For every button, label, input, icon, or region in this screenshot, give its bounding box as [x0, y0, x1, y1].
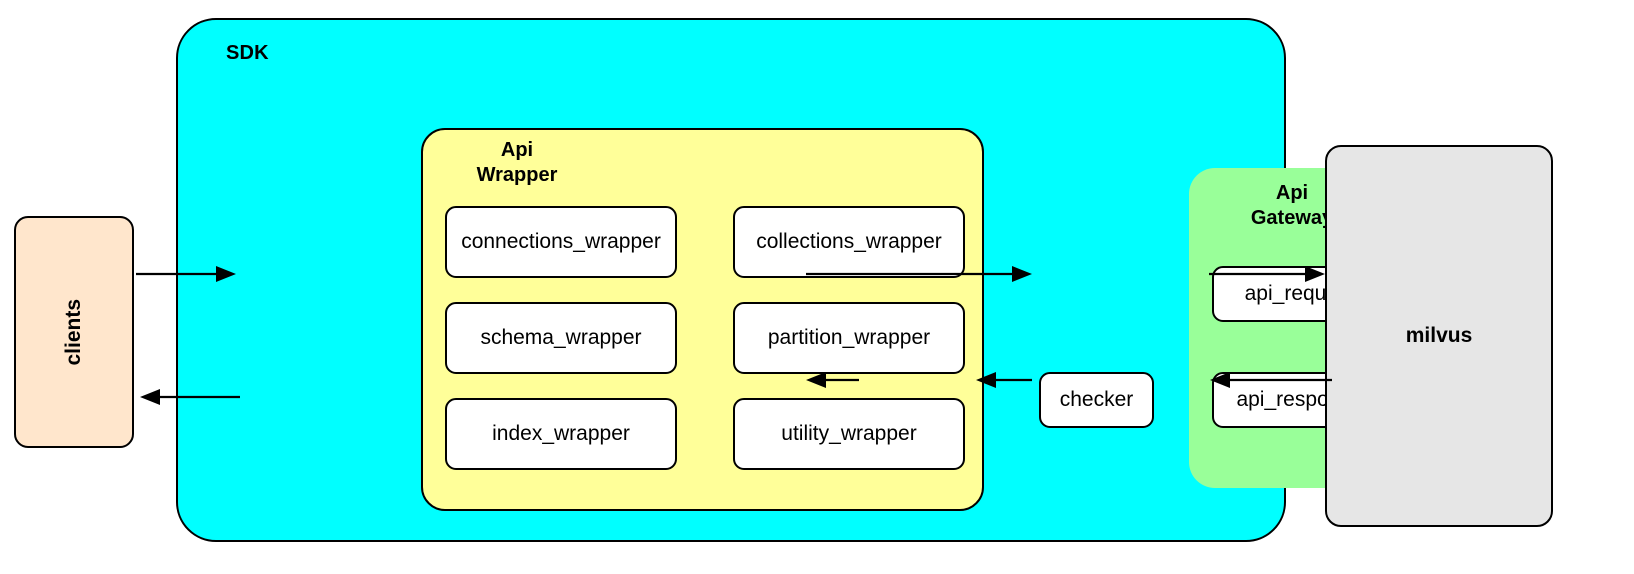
api-gateway-label: Api Gateway — [1197, 181, 1387, 231]
clients-label: clients — [62, 298, 85, 366]
milvus-label: milvus — [1405, 324, 1473, 347]
wrapper-item-collections[interactable]: collections_wrapper — [733, 206, 965, 278]
api-gateway-label-line1: Api — [1275, 182, 1309, 204]
wrapper-item-index[interactable]: index_wrapper — [445, 398, 677, 470]
checker-node[interactable]: checker — [1039, 372, 1154, 428]
milvus-node[interactable]: milvus — [1325, 145, 1553, 527]
api-wrapper-container[interactable]: Api Wrapper connections_wrapper collecti… — [421, 128, 984, 511]
api-wrapper-label-line2: Wrapper — [476, 164, 558, 186]
sdk-label: SDK — [226, 42, 269, 64]
wrapper-item-schema[interactable]: schema_wrapper — [445, 302, 677, 374]
wrapper-item-connections[interactable]: connections_wrapper — [445, 206, 677, 278]
wrapper-item-utility[interactable]: utility_wrapper — [733, 398, 965, 470]
api-gateway-label-line2: Gateway — [1250, 207, 1334, 229]
api-wrapper-label: Api Wrapper — [437, 138, 597, 188]
sdk-container[interactable]: SDK Api Wrapper connections_wrapper coll… — [176, 18, 1415, 542]
wrapper-item-partition[interactable]: partition_wrapper — [733, 302, 965, 374]
api-wrapper-label-line1: Api — [500, 139, 534, 161]
clients-node[interactable]: clients — [14, 216, 134, 448]
